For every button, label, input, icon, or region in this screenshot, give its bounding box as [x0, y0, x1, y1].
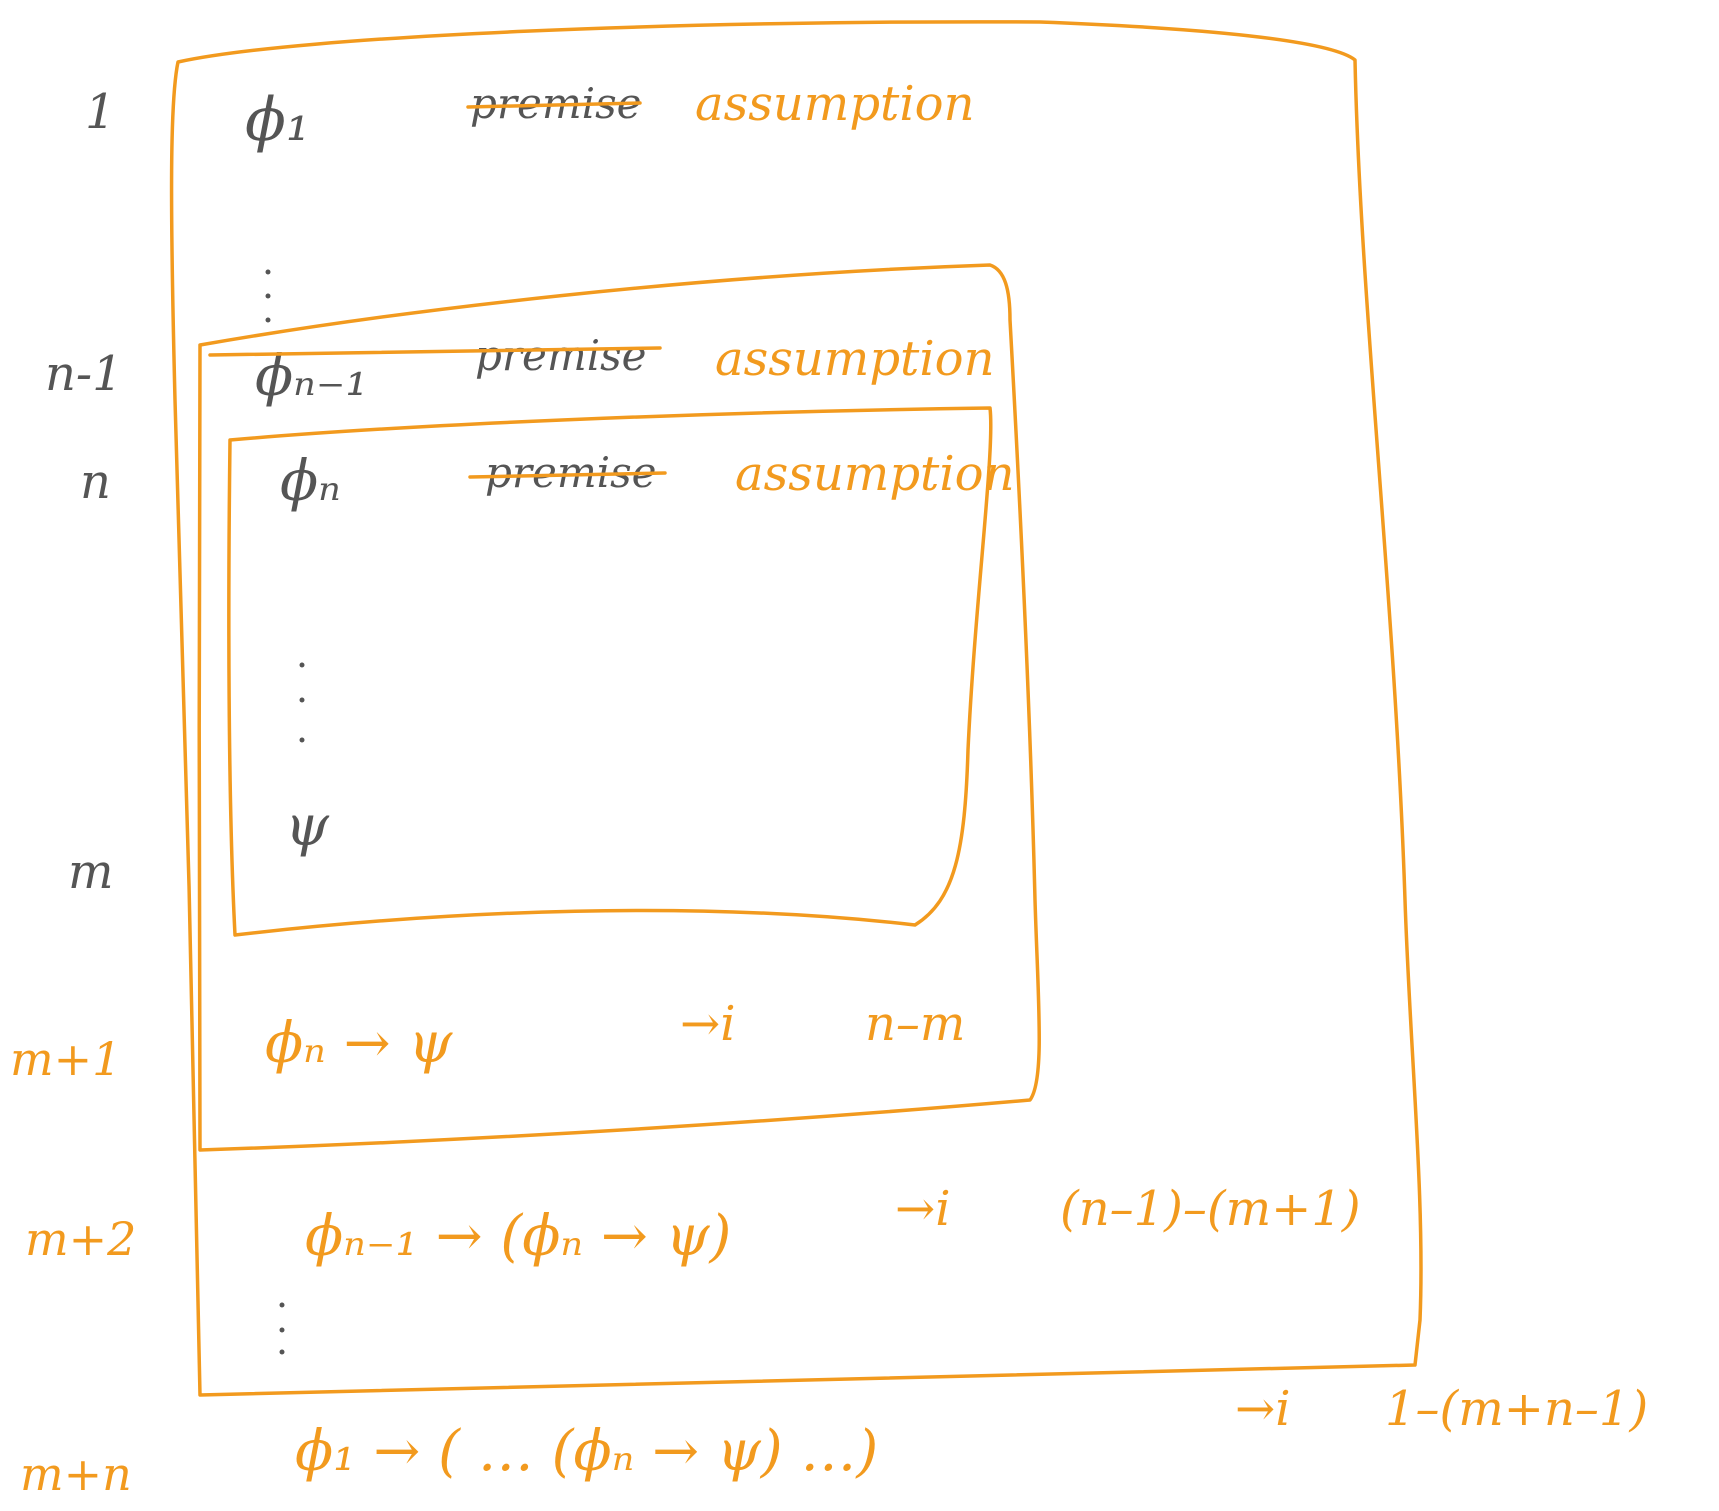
- strikethrough-1: [466, 101, 642, 109]
- line-number-m-plus-2: m+2: [25, 1212, 136, 1266]
- middle-assumption-box: [197, 263, 1042, 1152]
- inner-assumption-box: [227, 406, 993, 937]
- formula-psi: ψ: [285, 794, 330, 859]
- derived-formula-m-plus-1: ϕₙ → ψ: [265, 1011, 453, 1076]
- formula-phi-1: ϕ₁: [245, 85, 310, 155]
- line-number-m: m: [68, 844, 114, 900]
- derived-formula-m-plus-2: ϕₙ₋₁ → (ϕₙ → ψ): [305, 1204, 731, 1269]
- derived-formula-m-plus-n: ϕ₁ → ( … (ϕₙ → ψ) …): [295, 1419, 878, 1484]
- ellipsis-dots-middle: [299, 662, 305, 743]
- strikethrough-2: [208, 346, 662, 357]
- ellipsis-dots-top: [265, 269, 271, 323]
- assumption-label-2: assumption: [715, 331, 995, 387]
- line-number-n-1: n-1: [45, 346, 123, 402]
- derived-rule-m-plus-n: →i: [1235, 1381, 1291, 1437]
- line-number-m-plus-n: m+n: [20, 1447, 132, 1501]
- derived-rule-m-plus-2: →i: [895, 1181, 951, 1237]
- formula-phi-n: ϕₙ: [280, 449, 341, 514]
- assumption-label-3: assumption: [735, 446, 1015, 502]
- struck-premise-2: premise: [475, 331, 647, 380]
- derived-rule-m-plus-1: →i: [680, 996, 736, 1052]
- line-number-1: 1: [85, 84, 116, 140]
- ellipsis-dots-bottom: [279, 1302, 285, 1355]
- derived-ref-m-plus-n: 1–(m+n–1): [1385, 1381, 1648, 1437]
- line-number-n: n: [80, 454, 111, 510]
- derived-ref-m-plus-1: n–m: [865, 996, 965, 1052]
- outer-assumption-box: [169, 20, 1423, 1397]
- assumption-label-1: assumption: [695, 76, 975, 132]
- line-number-m-plus-1: m+1: [10, 1032, 121, 1086]
- strikethrough-3: [468, 471, 667, 479]
- derived-ref-m-plus-2: (n–1)–(m+1): [1060, 1181, 1361, 1237]
